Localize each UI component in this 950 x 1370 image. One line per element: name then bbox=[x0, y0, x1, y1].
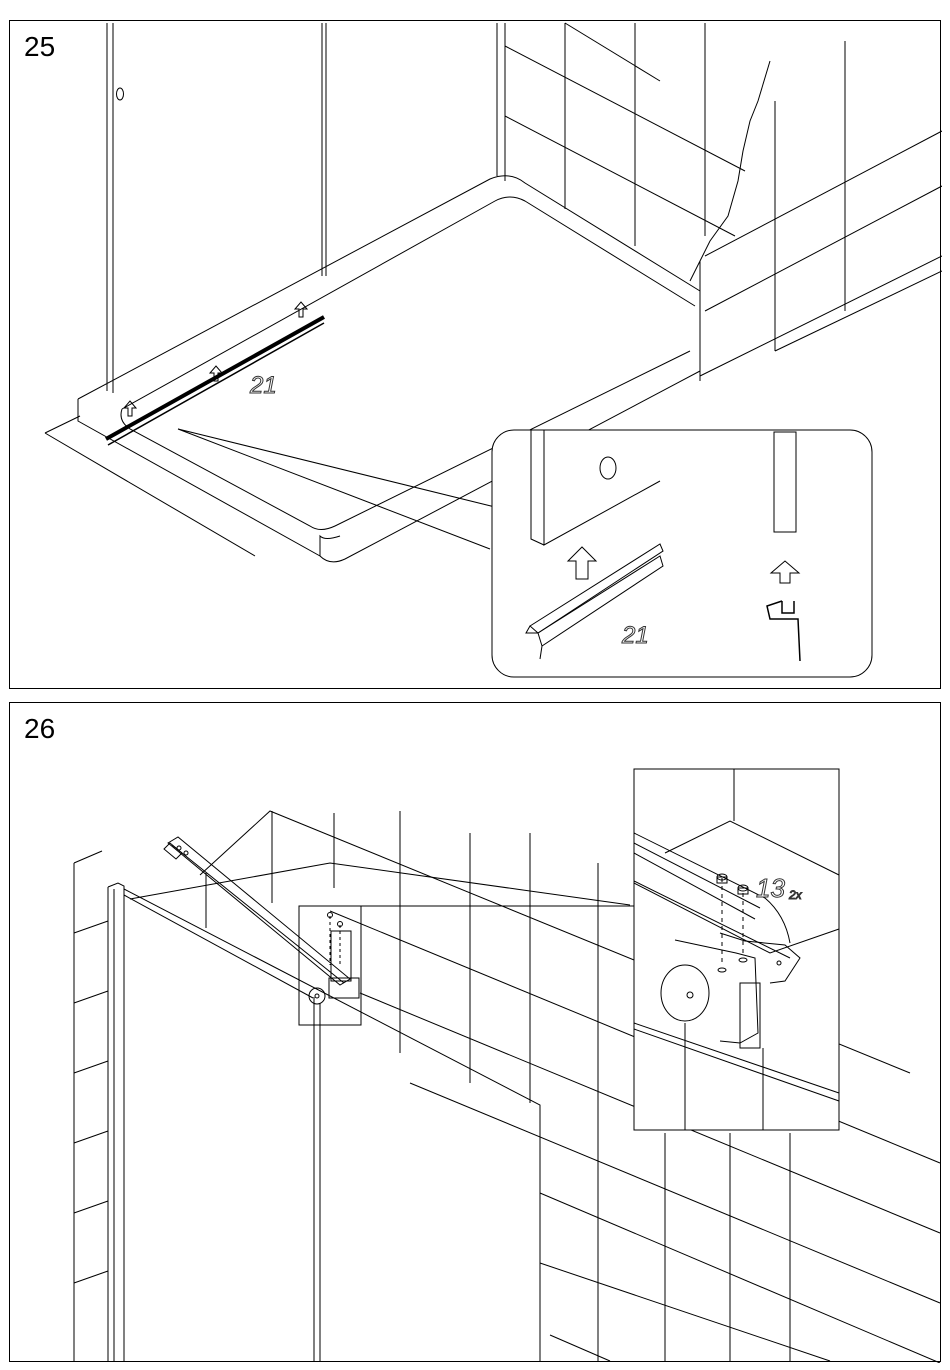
quantity-label: 2x bbox=[788, 888, 803, 902]
part-label-21: 21 bbox=[249, 372, 277, 399]
detail-callout: 21 bbox=[492, 430, 872, 677]
glass-panel bbox=[107, 23, 326, 393]
step-25-illustration: 21 21 bbox=[10, 21, 942, 690]
detail-part-label-21: 21 bbox=[621, 622, 649, 649]
glass-panels bbox=[108, 883, 540, 1361]
wall-bracket bbox=[309, 913, 359, 1005]
part-label-13: 13 bbox=[756, 873, 785, 903]
up-arrow-icons bbox=[124, 302, 307, 416]
callout-leader bbox=[178, 429, 495, 549]
left-wall-tiles bbox=[74, 851, 108, 1361]
step-26-illustration: 13 2x bbox=[10, 703, 942, 1363]
wall-tiles bbox=[497, 23, 942, 381]
step-26-panel: 26 bbox=[9, 702, 941, 1362]
stabilizer-bar bbox=[164, 837, 350, 985]
step-25-panel: 25 bbox=[9, 20, 941, 689]
detail-callout: 13 2x bbox=[634, 769, 839, 1130]
